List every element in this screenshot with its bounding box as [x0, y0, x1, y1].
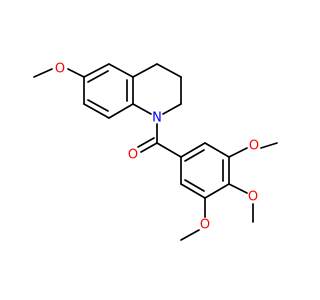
bond-c4a-c4: [132, 63, 158, 78]
bond-c8a-c8: [108, 103, 134, 119]
bond-r2-r3: [204, 142, 230, 158]
bond-c6-c5-inner: [87, 70, 109, 83]
bond-r5-r6-inner: [184, 179, 205, 192]
oxygen-label-upper-methoxy: O: [249, 139, 259, 154]
bond-r1-r2-inner: [184, 149, 205, 162]
bond-r3-o-upper: [228, 147, 248, 158]
oxygen-label-ring-methoxy: O: [55, 62, 65, 77]
oxygen-label-lower-methoxy: O: [200, 218, 210, 233]
bond-o-upper-methyl: [260, 142, 278, 149]
bond-r4-r5: [204, 183, 230, 199]
oxygen-label-carbonyl: O: [128, 148, 138, 163]
bond-c5-c4a: [108, 63, 134, 78]
bond-o1-ring: [67, 68, 85, 78]
bond-lines: [33, 63, 278, 241]
molecule-structure-diagram: O N O O O O: [33, 62, 278, 241]
oxygen-label-middle-methoxy: O: [248, 190, 258, 205]
bond-carbonyl-c-ring: [156, 142, 182, 158]
bond-carbonyl-c-o: [140, 142, 158, 153]
bond-c8-c7: [83, 103, 110, 119]
bond-c8-c7-inner: [87, 99, 109, 112]
bond-c6-c5: [83, 63, 110, 78]
bond-carbonyl-c-o-second: [137, 137, 155, 148]
atom-labels: O N O O O O: [55, 62, 259, 233]
bond-n1-c8a: [132, 103, 152, 115]
nitrogen-label-ring: N: [152, 111, 162, 126]
bond-r1-r2: [180, 142, 206, 158]
bond-r4-o-middle: [228, 183, 248, 194]
bond-o-lower-methyl: [180, 229, 200, 241]
bond-methyl-o1: [33, 68, 53, 78]
bond-c4-c3: [156, 63, 182, 78]
bond-r5-r6: [180, 183, 206, 199]
bond-c2-n1: [162, 103, 182, 115]
